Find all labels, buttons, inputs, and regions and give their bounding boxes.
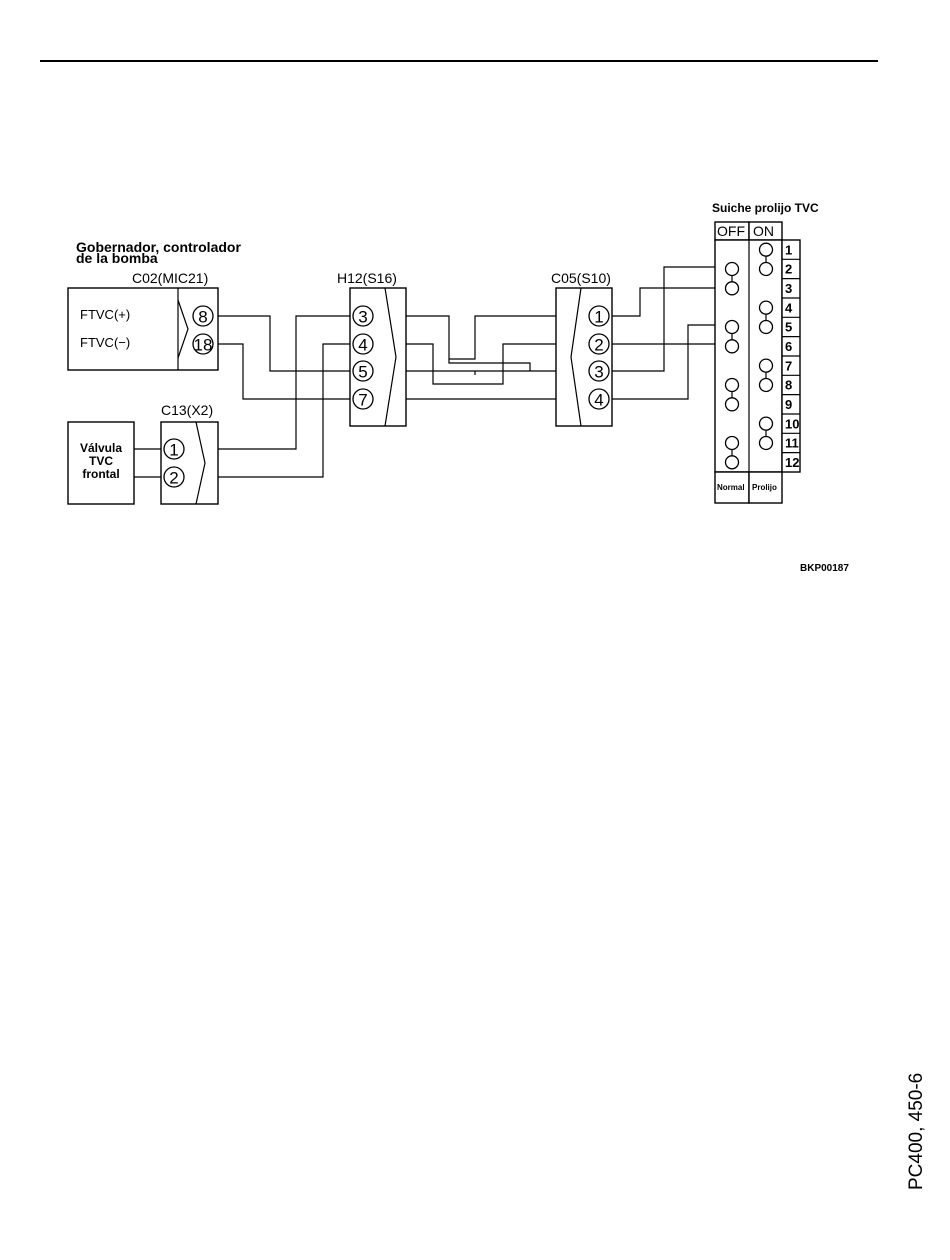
contact-terminal (726, 378, 739, 391)
switch-normal-label: Normal (717, 483, 745, 492)
contact-terminal (760, 320, 773, 333)
c05-label: C05(S10) (551, 270, 611, 286)
governor-title-line2: de la bomba (76, 250, 158, 266)
contact-terminal (760, 378, 773, 391)
governor-block (68, 288, 218, 370)
h12-pin-5: 5 (358, 363, 367, 382)
switch-row-number: 12 (785, 455, 799, 470)
switch-on-label: ON (753, 223, 774, 239)
contact-terminal (726, 262, 739, 275)
valve-line3: frontal (82, 467, 119, 481)
c02-pin-18: 18 (194, 336, 213, 355)
switch-off-label: OFF (717, 223, 745, 239)
c13-pin-1: 1 (169, 441, 178, 460)
contact-terminal (760, 243, 773, 256)
model-footer: PC400, 450-6 (906, 1073, 928, 1190)
switch-row-number: 4 (785, 300, 793, 315)
wires (218, 267, 735, 477)
switch-row-number: 9 (785, 397, 792, 412)
c02-pin-8: 8 (198, 308, 207, 327)
switch-row-number: 8 (785, 378, 792, 393)
contact-terminal (760, 359, 773, 372)
contact-terminal (760, 262, 773, 275)
switch-prolijo-label: Prolijo (752, 483, 777, 492)
signal-plus-label: FTVC(+) (80, 307, 130, 322)
c13-block (161, 422, 218, 504)
switch-row-number: 1 (785, 242, 792, 257)
contact-terminal (760, 417, 773, 430)
valve-line1: Válvula (80, 441, 122, 455)
c02-label: C02(MIC21) (132, 270, 208, 286)
switch-title: Suiche prolijo TVC (712, 201, 819, 215)
h12-pin-4: 4 (358, 336, 367, 355)
h12-pin-7: 7 (358, 391, 367, 410)
contact-terminal (760, 301, 773, 314)
contact-terminal (760, 436, 773, 449)
contact-terminal (726, 398, 739, 411)
contact-terminal (726, 340, 739, 353)
c05-pin-4: 4 (594, 391, 603, 410)
c13-label: C13(X2) (161, 402, 213, 418)
c05-pin-2: 2 (594, 336, 603, 355)
c13-pin-2: 2 (169, 469, 178, 488)
switch-row-number: 2 (785, 262, 792, 277)
switch-row-number: 11 (785, 436, 799, 451)
contact-terminal (726, 282, 739, 295)
switch-row-number: 3 (785, 281, 792, 296)
switch-row-number: 7 (785, 358, 792, 373)
switch-row-number: 6 (785, 339, 792, 354)
switch-row-number: 5 (785, 320, 792, 335)
valve-line2: TVC (89, 454, 113, 468)
contact-terminal (726, 436, 739, 449)
h12-label: H12(S16) (337, 270, 397, 286)
c05-pin-3: 3 (594, 363, 603, 382)
contact-terminal (726, 456, 739, 469)
h12-pin-3: 3 (358, 308, 367, 327)
signal-minus-label: FTVC(−) (80, 335, 130, 350)
c05-pin-1: 1 (594, 308, 603, 327)
switch-row-number: 10 (785, 416, 799, 431)
contact-terminal (726, 320, 739, 333)
figure-code: BKP00187 (800, 563, 849, 574)
